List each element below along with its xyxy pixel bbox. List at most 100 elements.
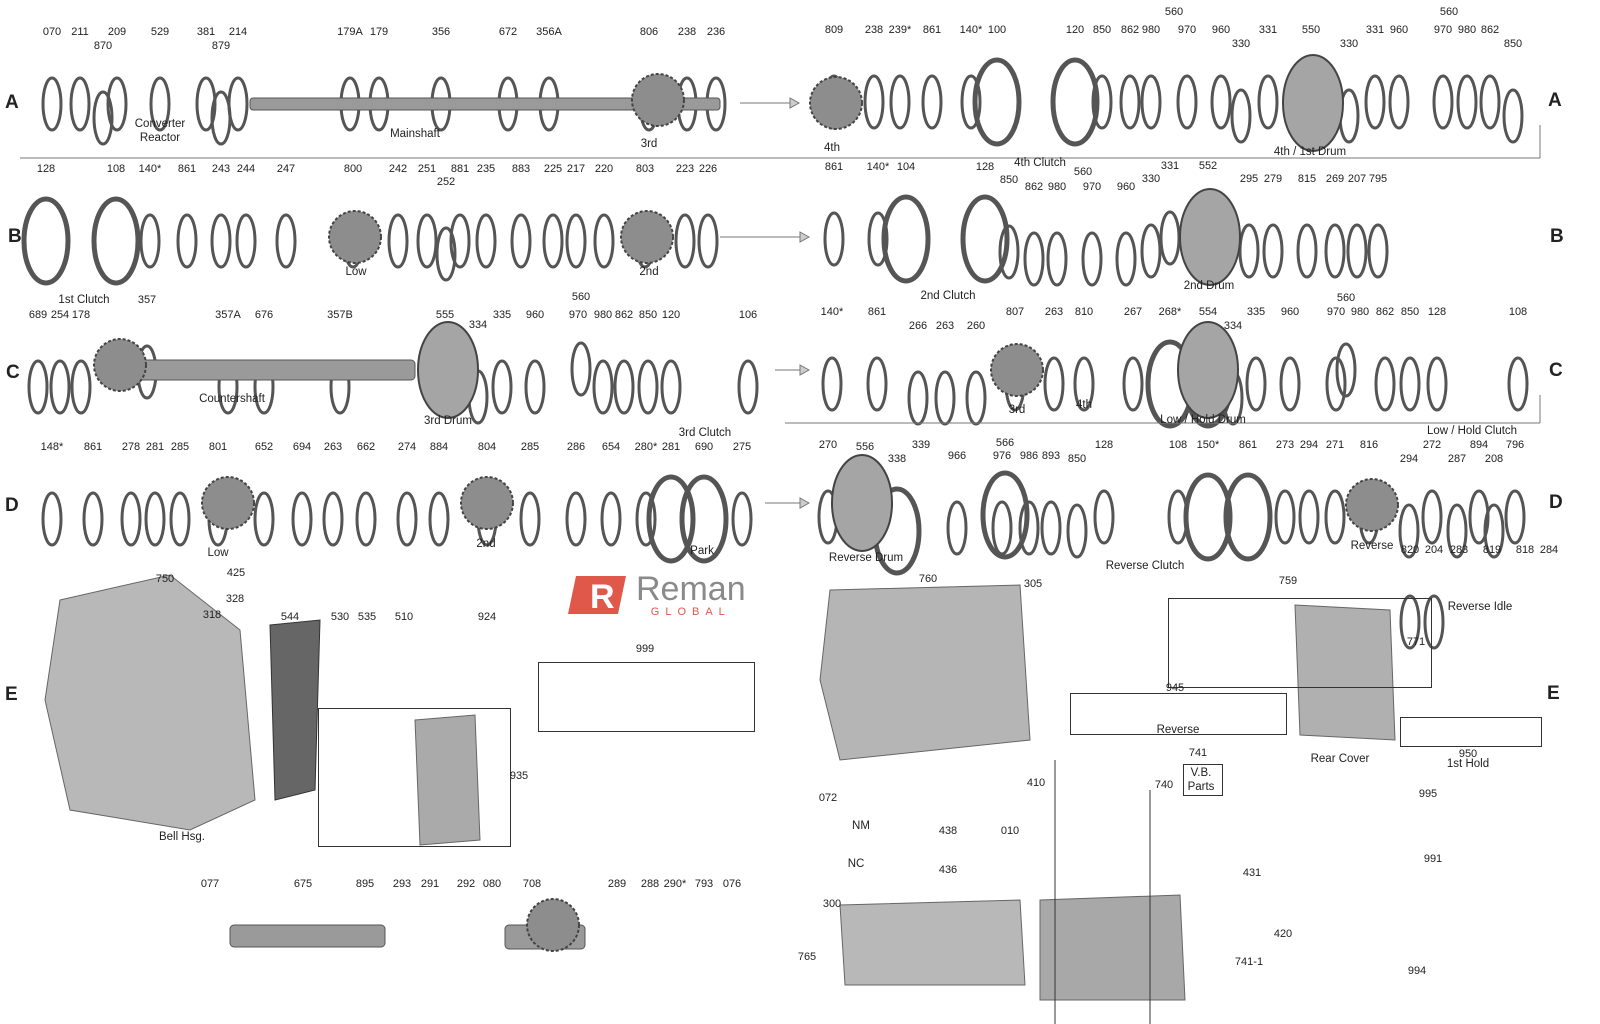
part-number-label: 850 [638,309,658,321]
part-number-label: 281 [661,441,681,453]
ring-part [1279,356,1301,412]
part-number-label: 338 [887,453,907,465]
part-number-label: 935 [509,770,529,782]
drum-part [417,321,479,419]
part-number-label: 281 [145,441,165,453]
part-number-label: 741 [1188,747,1208,759]
part-caption: 3rd Drum [424,415,472,427]
part-number-label: 924 [477,611,497,623]
part-number-label: 204 [1424,544,1444,556]
kit-950-box [1400,717,1542,747]
part-number-label: 070 [42,26,62,38]
row-letter-a: A [1548,90,1562,111]
part-number-label: 676 [254,309,274,321]
part-number-label: 960 [525,309,545,321]
ring-part [227,76,249,132]
part-number-label: 980 [1141,24,1161,36]
part-number-label: 544 [280,611,300,623]
ring-part [1432,74,1454,130]
part-number-label: 970 [1082,181,1102,193]
ring-part [69,76,91,132]
part-number-label: 883 [511,163,531,175]
drum-part [1177,321,1239,419]
part-caption: Mainshaft [390,128,440,140]
gear-part [1345,478,1399,532]
part-number-label: 810 [1074,306,1094,318]
part-number-label: 765 [797,951,817,963]
ring-part [866,356,888,412]
part-number-label: 815 [1297,173,1317,185]
ring-part [592,359,614,415]
part-number-label: 893 [1041,450,1061,462]
part-number-label: 804 [477,441,497,453]
transmission-case [819,584,1031,761]
ring-part [1230,88,1252,144]
part-number-label: 862 [1024,181,1044,193]
logo-name: Reman [636,570,746,608]
part-number-label: 217 [566,163,586,175]
part-number-label: 254 [50,309,70,321]
part-number-label: 140* [138,163,162,175]
ring-part [1018,500,1040,556]
ring-part [1140,223,1162,279]
part-number-label: 278 [121,441,141,453]
part-number-label: 294 [1299,439,1319,451]
part-number-label: 080 [482,878,502,890]
ring-part [106,76,128,132]
row-letter-c: C [1549,360,1563,381]
ring-part [1122,356,1144,412]
ring-part [82,491,104,547]
ring-part [1046,231,1068,287]
part-number-label: 966 [947,450,967,462]
logo-mark-icon: R [568,572,630,618]
part-number-label: 945 [1165,682,1185,694]
part-caption: Reverse [1156,724,1200,736]
part-number-label: 689 [28,309,48,321]
ring-part [697,213,719,269]
part-number-label: 266 [908,320,928,332]
part-number-label: 305 [1023,578,1043,590]
ring-part [275,213,297,269]
ring-part [823,211,845,267]
part-caption: Reverse Idle [1447,601,1513,613]
part-number-label: 108 [1168,439,1188,451]
part-number-label: 861 [824,161,844,173]
part-caption: NM [852,820,870,832]
row-letter-d: D [5,495,19,516]
part-number-label: 140* [959,24,983,36]
part-number-label: 552 [1198,160,1218,172]
ring-part [1296,223,1318,279]
part-number-label: 970 [568,309,588,321]
part-number-label: 740 [1154,779,1174,791]
part-number-label: 283 [1449,544,1469,556]
part-number-label: 214 [228,26,248,38]
kit-935-box [318,708,511,847]
gear-part [93,338,147,392]
separator-plate [269,619,321,801]
part-number-label: 950 [1458,748,1478,760]
ring-part [1140,74,1162,130]
ring-part [41,76,63,132]
part-number-label: 381 [196,26,216,38]
part-caption: V.B. [1190,767,1212,779]
ring-part [92,90,114,146]
row-letter-e: E [5,684,18,705]
valve-body [1039,894,1186,1001]
ring-part [91,196,141,286]
kit-759-box [1168,598,1432,688]
ring-part [821,356,843,412]
ring-part [980,470,1030,560]
part-number-label: 560 [1073,166,1093,178]
part-number-label: 128 [975,161,995,173]
part-number-label: 800 [343,163,363,175]
row-letter-d: D [1549,492,1563,513]
ring-part [1023,231,1045,287]
kit-999-box [538,662,755,732]
part-number-label: 991 [1423,853,1443,865]
ring-part [1298,489,1320,545]
ring-part [1091,74,1113,130]
ring-part [881,194,931,284]
part-number-label: 870 [93,40,113,52]
